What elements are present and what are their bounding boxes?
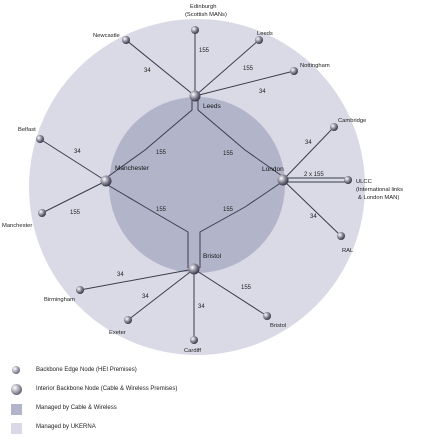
link-label-cardiff: 34 <box>198 304 205 310</box>
exeter-node <box>124 316 132 324</box>
manchester-core-node <box>100 175 112 187</box>
ulcc-sub-label-1: (International links <box>356 187 403 193</box>
leeds-edge-label: Leeds <box>257 31 273 37</box>
cardiff-node <box>190 336 198 344</box>
cardiff-label: Cardiff <box>184 348 201 354</box>
bristol-edge-node <box>263 312 271 320</box>
london-core-label: London <box>262 166 284 173</box>
link-label-core-manchester-bristol: 155 <box>156 207 167 213</box>
ulcc-node <box>344 176 352 184</box>
legend-cable-wireless: Managed by Cable & Wireless <box>8 404 308 416</box>
link-label-leeds: 155 <box>243 66 254 72</box>
interior-node-icon <box>11 384 22 395</box>
manchester-edge-node <box>38 209 46 217</box>
edge-node-icon <box>12 366 20 374</box>
link-label-birmingham: 34 <box>117 272 124 278</box>
manchester-core-label: Manchester <box>115 165 150 172</box>
ral-node <box>337 232 345 240</box>
link-label-core-leeds-london: 155 <box>223 151 234 157</box>
newcastle-node <box>122 36 130 44</box>
ulcc-sub-label-2: & London MAN) <box>358 195 399 201</box>
birmingham-label: Birmingham <box>44 297 75 303</box>
legend-edge-node-label: Backbone Edge Node (HEI Premises) <box>36 367 137 373</box>
legend-interior-node: Interior Backbone Node (Cable & Wireless… <box>8 384 308 397</box>
link-label-core-london-bristol: 155 <box>223 207 234 213</box>
bristol-core-label: Bristol <box>203 253 222 260</box>
core-links <box>105 97 283 268</box>
bristol-core-node <box>188 263 200 275</box>
link-label-ulcc: 2 x 155 <box>304 172 324 178</box>
edge-node-markers <box>36 26 352 344</box>
ukerna-swatch <box>11 423 22 434</box>
edge-links <box>39 30 347 340</box>
link-label-manchester: 155 <box>70 210 81 216</box>
belfast-label: Belfast <box>18 127 36 133</box>
cambridge-label: Cambridge <box>338 118 366 124</box>
edinburgh-node <box>191 26 199 34</box>
legend-interior-node-label: Interior Backbone Node (Cable & Wireless… <box>36 386 178 392</box>
newcastle-label: Newcastle <box>93 33 120 39</box>
link-label-newcastle: 34 <box>144 68 151 74</box>
bristol-edge-label: Bristol <box>270 323 286 329</box>
leeds-edge-node <box>255 36 263 44</box>
edinburgh-sub-label: (Scottish MANs) <box>185 12 227 18</box>
exeter-label: Exeter <box>109 330 126 336</box>
legend-edge-node: Backbone Edge Node (HEI Premises) <box>8 366 308 378</box>
cambridge-node <box>330 123 338 131</box>
link-label-core-leeds-manchester: 155 <box>156 150 167 156</box>
manchester-edge-label: Manchester <box>2 223 32 229</box>
edinburgh-label: Edinburgh <box>190 4 216 10</box>
cable-wireless-swatch <box>11 404 22 415</box>
link-label-ral: 34 <box>310 214 317 220</box>
legend-cable-wireless-label: Managed by Cable & Wireless <box>36 405 117 411</box>
link-label-nottingham: 34 <box>259 89 266 95</box>
birmingham-node <box>76 286 84 294</box>
nottingham-node <box>290 67 298 75</box>
link-label-bristol: 155 <box>241 285 252 291</box>
link-label-exeter: 34 <box>142 294 149 300</box>
legend-ukerna-label: Managed by UKERNA <box>36 424 96 430</box>
link-label-cambridge: 34 <box>305 140 312 146</box>
leeds-core-node <box>189 90 201 102</box>
legend-ukerna: Managed by UKERNA <box>8 423 308 435</box>
link-label-belfast: 34 <box>74 149 81 155</box>
ral-label: RAL <box>342 248 354 254</box>
nottingham-label: Nottingham <box>300 63 330 69</box>
leeds-core-label: Leeds <box>203 103 221 110</box>
link-label-edinburgh: 155 <box>199 48 210 54</box>
london-core-node <box>277 174 289 186</box>
ulcc-label: ULCC <box>356 179 372 185</box>
belfast-node <box>36 135 44 143</box>
cable-wireless-zone <box>109 97 285 273</box>
